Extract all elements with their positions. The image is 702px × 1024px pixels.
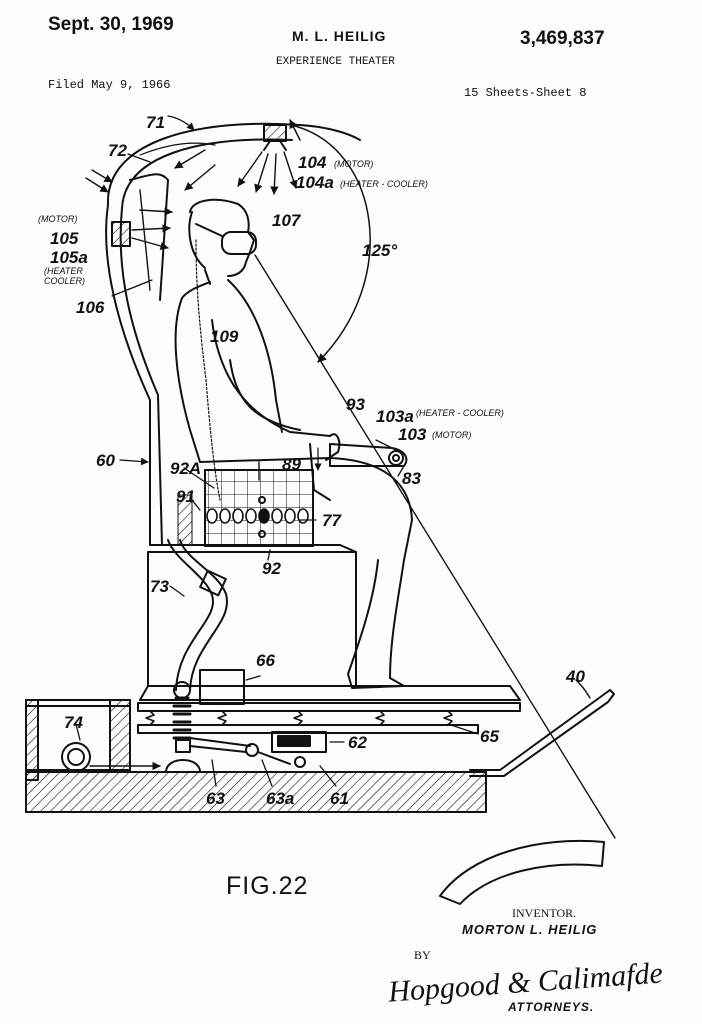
ref-89: 89 <box>282 455 301 474</box>
ref-63a: 63a <box>266 789 294 808</box>
ref-103: 103 <box>398 425 427 444</box>
ref-40: 40 <box>565 667 585 686</box>
ref-106: 106 <box>76 298 105 317</box>
armrest-unit <box>309 443 408 501</box>
ref-74: 74 <box>64 713 83 732</box>
ref-73: 73 <box>150 577 169 596</box>
top-motor-unit <box>174 124 298 195</box>
figure-label: FIG.22 <box>226 872 309 900</box>
ref-71: 71 <box>146 113 165 132</box>
ref-93: 93 <box>346 395 365 414</box>
ref-91: 91 <box>176 487 195 506</box>
ramp <box>469 679 615 777</box>
inventor-name: MORTON L. HEILIG <box>462 922 598 937</box>
inventor-header: M. L. HEILIG <box>292 28 387 44</box>
ref-92: 92 <box>262 559 281 578</box>
ref-104: 104 <box>298 153 327 172</box>
ref-103-note: (MOTOR) <box>432 430 471 440</box>
ref-105-note: (MOTOR) <box>38 214 77 224</box>
patent-number: 3,469,837 <box>520 28 605 49</box>
ref-104-note: (MOTOR) <box>334 159 373 169</box>
ref-105a-note-1: (HEATER <box>44 266 83 276</box>
ref-105a-note-2: COOLER) <box>44 276 85 286</box>
ref-60: 60 <box>96 451 115 470</box>
ref-107: 107 <box>272 211 302 230</box>
ref-65: 65 <box>480 727 499 746</box>
ref-104a-note: (HEATER - COOLER) <box>340 179 428 189</box>
linkage <box>189 731 327 768</box>
angle-arc <box>294 125 371 363</box>
patent-title: EXPERIENCE THEATER <box>276 56 395 68</box>
by-label: BY <box>414 948 431 962</box>
ref-61: 61 <box>330 789 349 808</box>
ref-125: 125° <box>362 241 397 260</box>
ref-109: 109 <box>210 327 239 346</box>
ref-104a: 104a <box>296 173 334 192</box>
ref-77: 77 <box>322 511 342 530</box>
spring-platform <box>137 702 521 734</box>
floor <box>25 699 487 813</box>
angle-arc-start <box>289 119 301 141</box>
patent-date: Sept. 30, 1969 <box>48 14 174 35</box>
flex-hose <box>167 494 229 691</box>
ref-63: 63 <box>206 789 225 808</box>
ref-66: 66 <box>256 651 275 670</box>
attorneys-label: ATTORNEYS. <box>508 1000 595 1014</box>
ref-105: 105 <box>50 229 79 248</box>
control-panel <box>204 461 314 547</box>
ref-72: 72 <box>108 141 127 160</box>
ref-105a: 105a <box>50 248 88 267</box>
leader-lines <box>75 115 479 787</box>
seat-base <box>139 544 521 701</box>
ref-103a: 103a <box>376 407 414 426</box>
side-motor-unit <box>85 169 173 301</box>
support-column <box>165 681 201 773</box>
ref-92a: 92A <box>170 459 201 478</box>
sheet-count: 15 Sheets-Sheet 8 <box>464 86 587 100</box>
ref-83: 83 <box>402 469 421 488</box>
viewer-figure <box>174 198 413 689</box>
screen-segment <box>439 839 605 905</box>
ref-103a-note: (HEATER - COOLER) <box>416 408 504 418</box>
filed-date: Filed May 9, 1966 <box>48 78 171 92</box>
inventor-label: INVENTOR. <box>512 906 577 920</box>
ref-62: 62 <box>348 733 367 752</box>
reference-numerals: 71 72 104 (MOTOR) 104a (HEATER - COOLER)… <box>38 113 585 808</box>
